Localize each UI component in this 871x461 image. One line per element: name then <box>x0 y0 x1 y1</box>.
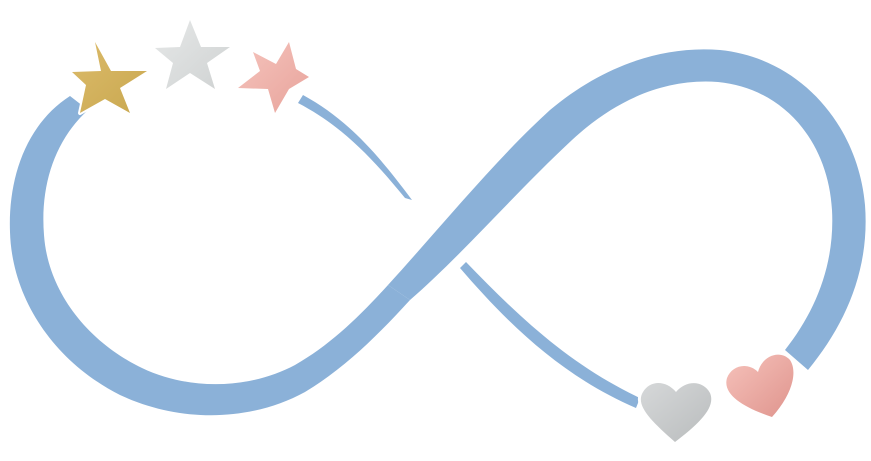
gold-star-icon <box>70 40 149 115</box>
rose-gold-heart-icon <box>723 351 797 420</box>
silver-star-icon <box>153 18 232 91</box>
silver-heart-icon <box>637 380 715 445</box>
rose-gold-star-icon <box>236 40 311 115</box>
ribbon-thin-lower <box>460 262 640 408</box>
ribbon-right-loop <box>388 49 866 370</box>
ribbon-thin-upper <box>298 95 412 200</box>
ribbon-left-loop <box>9 96 411 416</box>
